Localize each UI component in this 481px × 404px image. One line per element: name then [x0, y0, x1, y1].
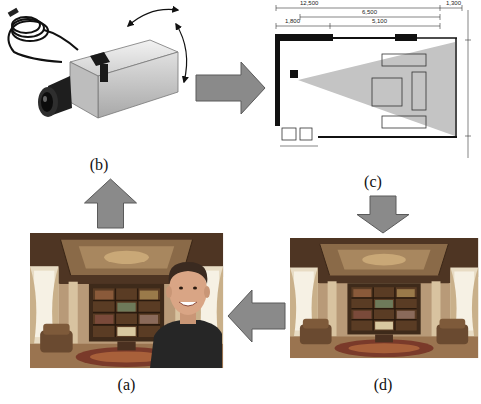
image-panel: (b)	[5, 0, 193, 176]
block-arrow	[196, 62, 265, 114]
panel-caption: (a)	[114, 376, 140, 396]
block-arrow	[228, 290, 285, 342]
room-photo-with-person	[30, 233, 223, 368]
image-panel: (a)	[28, 231, 225, 396]
room-photo	[290, 238, 478, 358]
dimension-label: 1,300	[446, 0, 461, 7]
floor-plan	[275, 5, 471, 158]
panel-caption: (d)	[370, 376, 397, 396]
panel-caption: (c)	[360, 173, 386, 193]
block-arrow	[85, 179, 137, 228]
image-panel: (c)	[268, 0, 478, 193]
dimension-label: 5,100	[372, 18, 387, 25]
block-arrow	[357, 196, 409, 233]
image-panel: (d)	[288, 236, 478, 396]
panel-caption: (b)	[86, 156, 113, 176]
camera-photo	[8, 8, 187, 118]
dimension-label: 1,800	[285, 18, 300, 25]
dimension-label: 12,500	[300, 0, 318, 7]
dimension-label: 6,500	[362, 9, 377, 16]
